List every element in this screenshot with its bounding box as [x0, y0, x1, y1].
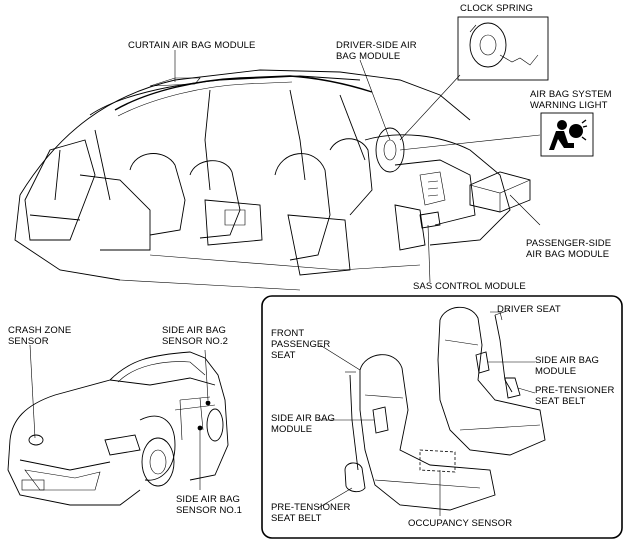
pre-tensioner-seat-belt-right-label: PRE-TENSIONER SEAT BELT [535, 385, 615, 407]
air-bag-system-warning-light-label: AIR BAG SYSTEM WARNING LIGHT [530, 89, 612, 111]
driver-seat-label: DRIVER SEAT [497, 304, 561, 315]
passenger-side-air-bag-module-label: PASSENGER-SIDE AIR BAG MODULE [526, 238, 612, 260]
curtain-air-bag-module-label: CURTAIN AIR BAG MODULE [128, 40, 256, 51]
side-air-bag-sensor-no2-label: SIDE AIR BAG SENSOR NO.2 [162, 325, 229, 347]
side-air-bag-sensor-no1-label: SIDE AIR BAG SENSOR NO.1 [176, 494, 243, 516]
side-air-bag-module-right-label: SIDE AIR BAG MODULE [535, 355, 600, 377]
front-passenger-seat-label: FRONT PASSENGER SEAT [271, 328, 331, 361]
clock-spring-label: CLOCK SPRING [460, 3, 533, 14]
airbag-warning-icon [546, 117, 588, 152]
occupancy-sensor-label: OCCUPANCY SENSOR [408, 518, 513, 529]
pre-tensioner-seat-belt-left-label: PRE-TENSIONER SEAT BELT [271, 502, 351, 524]
sas-control-module-label: SAS CONTROL MODULE [413, 281, 526, 292]
side-air-bag-module-left-label: SIDE AIR BAG MODULE [271, 413, 336, 435]
crash-zone-sensor-label: CRASH ZONE SENSOR [8, 325, 72, 347]
driver-side-air-bag-module-label: DRIVER-SIDE AIR BAG MODULE [336, 40, 417, 62]
